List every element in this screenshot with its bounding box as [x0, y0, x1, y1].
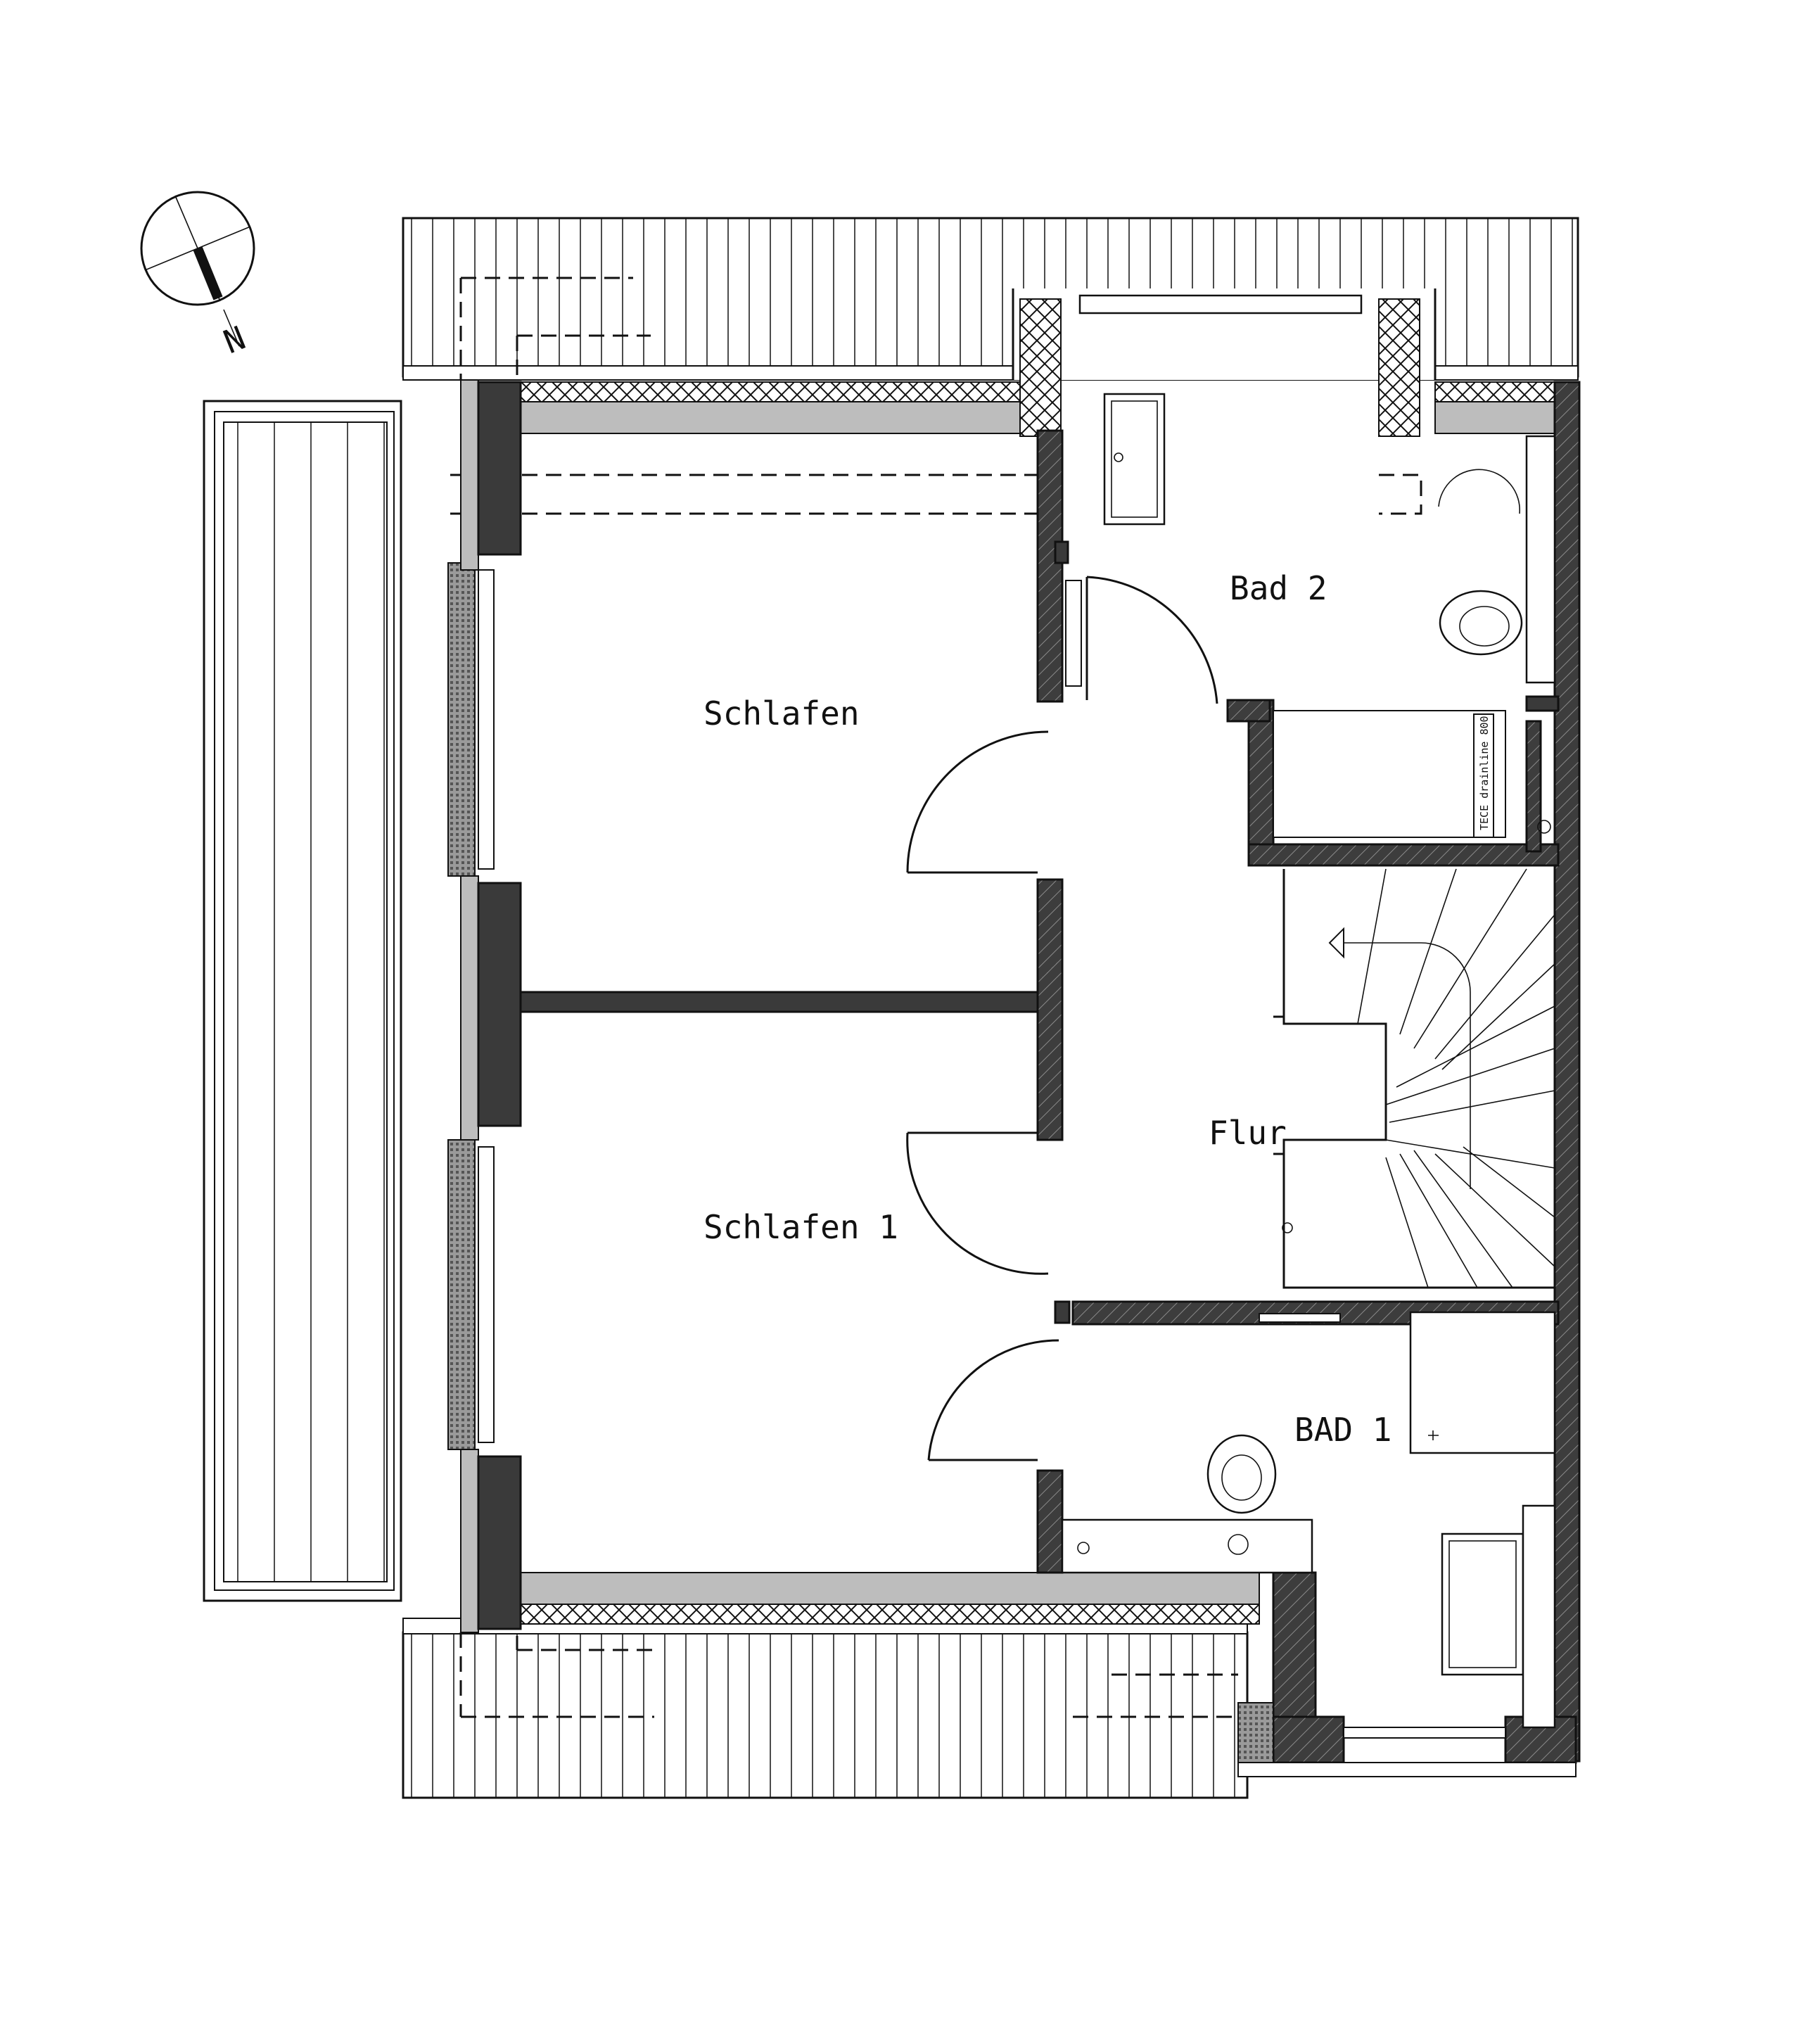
room-label-bad-2: Bad 2 [1230, 569, 1327, 607]
overhang-lines [450, 277, 1422, 1718]
compass-icon: N [140, 191, 255, 361]
south-wall [520, 1572, 1260, 1625]
roof-top [402, 217, 1579, 381]
west-windows [447, 379, 495, 1633]
room-label-schlafen: Schlafen [703, 694, 860, 732]
roof-bottom [402, 1618, 1249, 1799]
room-label-schlafen-1: Schlafen 1 [703, 1208, 898, 1246]
bad-2-fixtures: TECE drainline 800 [1103, 393, 1556, 838]
fixture-label: TECE drainline 800 [1478, 716, 1491, 830]
bad-1-fixtures [1061, 1311, 1556, 1729]
north-label: N [218, 319, 250, 361]
room-label-bad-1: BAD 1 [1294, 1411, 1391, 1449]
doors [906, 576, 1218, 1461]
room-label-flur: Flur [1209, 1114, 1287, 1152]
staircase [1273, 868, 1555, 1289]
north-wall [520, 294, 1577, 437]
walls [477, 381, 1581, 1777]
terrace [203, 400, 402, 1602]
